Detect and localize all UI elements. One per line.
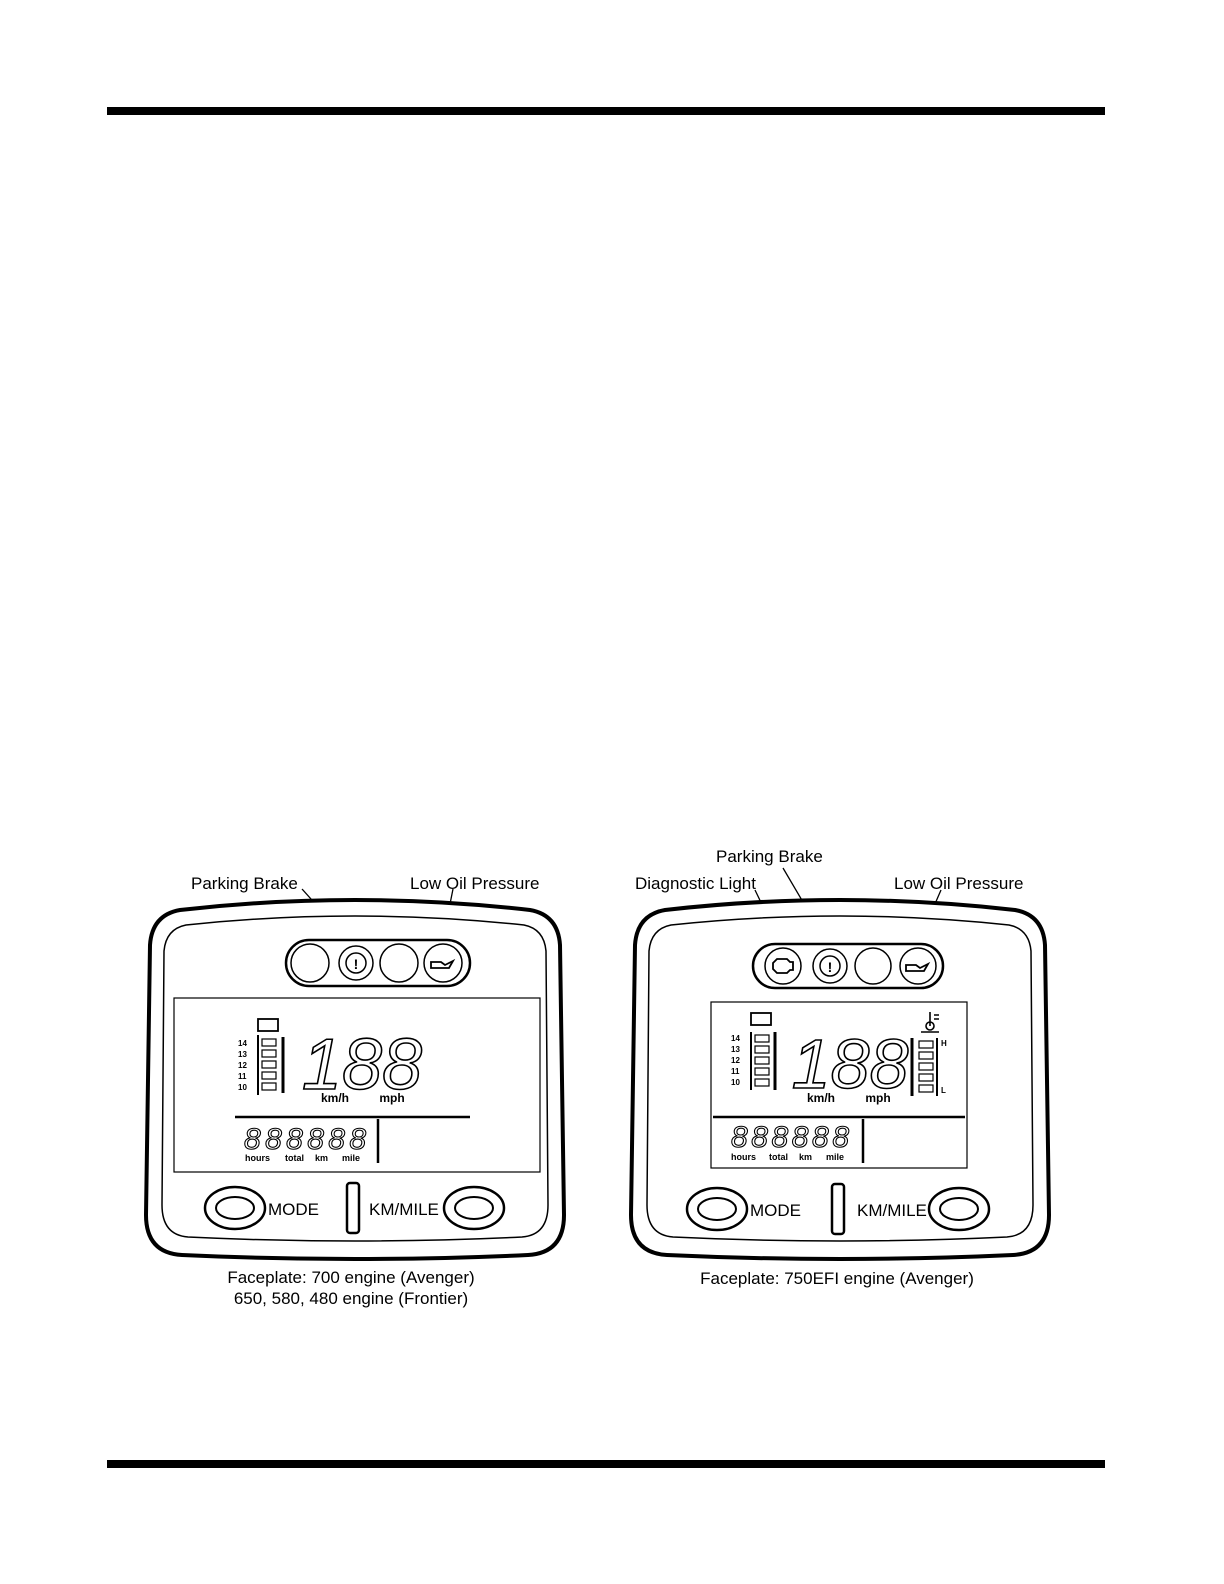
volt-label-14: 14 bbox=[238, 1039, 247, 1048]
coolant-temp-icon bbox=[921, 1012, 939, 1033]
brake-warning-icon bbox=[345, 952, 367, 974]
odo-unit-mile: mile bbox=[342, 1153, 360, 1163]
svg-text:!: ! bbox=[354, 956, 359, 972]
odo-unit-hours: hours bbox=[245, 1153, 270, 1163]
right-low-oil-pressure-label: Low Oil Pressure bbox=[894, 874, 1024, 893]
volt-label-10: 10 bbox=[731, 1078, 740, 1087]
footer-rule bbox=[107, 1460, 1105, 1468]
speed-digits: 188 bbox=[302, 1025, 422, 1105]
battery-icon bbox=[750, 1012, 772, 1026]
left-low-oil-pressure-label: Low Oil Pressure bbox=[410, 874, 540, 893]
volt-label-10: 10 bbox=[238, 1083, 247, 1092]
header-rule bbox=[107, 107, 1105, 115]
odo-unit-km: km bbox=[799, 1152, 812, 1162]
volt-label-11: 11 bbox=[731, 1067, 740, 1076]
parking-brake-light bbox=[812, 948, 848, 984]
volt-label-13: 13 bbox=[238, 1050, 247, 1059]
diagnostic-light bbox=[764, 947, 802, 985]
mode-button-label: MODE bbox=[750, 1201, 801, 1220]
right-caption: Faceplate: 750EFI engine (Avenger) bbox=[680, 1268, 994, 1289]
left-caption-line1: Faceplate: 700 engine (Avenger) bbox=[227, 1268, 475, 1287]
right-caption-line1: Faceplate: 750EFI engine (Avenger) bbox=[700, 1269, 974, 1288]
indicator-pod bbox=[751, 942, 945, 990]
km-mile-button[interactable] bbox=[442, 1185, 506, 1231]
svg-text:!: ! bbox=[828, 959, 833, 975]
indicator-pod bbox=[284, 938, 472, 988]
housing-inner bbox=[161, 915, 549, 1242]
volt-label-11: 11 bbox=[238, 1072, 247, 1081]
volt-label-12: 12 bbox=[238, 1061, 247, 1070]
right-diagnostic-light-label: Diagnostic Light bbox=[635, 874, 756, 893]
blank-light-2 bbox=[379, 943, 419, 983]
volt-label-13: 13 bbox=[731, 1045, 740, 1054]
parking-brake-light bbox=[338, 945, 374, 981]
oil-can-icon bbox=[905, 961, 931, 972]
housing-inner bbox=[646, 915, 1034, 1242]
odo-unit-total: total bbox=[769, 1152, 788, 1162]
unit-mph: mph bbox=[865, 1091, 890, 1105]
speed-digits: 188 bbox=[792, 1025, 909, 1103]
left-caption: Faceplate: 700 engine (Avenger) 650, 580… bbox=[196, 1267, 506, 1309]
left-faceplate-drawing: ! 14 13 12 11 10 188 km/h mph 888888 hou… bbox=[143, 888, 567, 1261]
unit-kmh: km/h bbox=[807, 1091, 835, 1105]
odo-unit-hours: hours bbox=[731, 1152, 756, 1162]
km-mile-button-label: KM/MILE bbox=[857, 1201, 927, 1220]
km-mile-button[interactable] bbox=[927, 1186, 991, 1232]
right-parking-brake-label: Parking Brake bbox=[716, 847, 823, 866]
engine-icon bbox=[772, 958, 794, 974]
mode-button[interactable] bbox=[203, 1185, 267, 1231]
battery-icon bbox=[257, 1018, 279, 1032]
left-parking-brake-label: Parking Brake bbox=[191, 874, 298, 893]
unit-kmh: km/h bbox=[321, 1091, 349, 1105]
center-divider-slot bbox=[345, 1181, 361, 1235]
temp-label-high: H bbox=[941, 1039, 947, 1048]
odo-unit-total: total bbox=[285, 1153, 304, 1163]
odo-unit-mile: mile bbox=[826, 1152, 844, 1162]
oil-can-icon bbox=[430, 958, 456, 969]
right-faceplate-drawing: ! 14 13 12 11 10 188 km/h mph H L bbox=[628, 867, 1052, 1261]
center-divider-slot bbox=[830, 1182, 846, 1236]
volt-label-14: 14 bbox=[731, 1034, 740, 1043]
left-caption-line2: 650, 580, 480 engine (Frontier) bbox=[233, 1289, 469, 1308]
km-mile-button-label: KM/MILE bbox=[369, 1200, 439, 1219]
blank-light bbox=[854, 947, 892, 985]
mode-button-label: MODE bbox=[268, 1200, 319, 1219]
odo-unit-km: km bbox=[315, 1153, 328, 1163]
unit-mph: mph bbox=[379, 1091, 404, 1105]
brake-warning-icon bbox=[819, 955, 841, 977]
temp-label-low: L bbox=[941, 1086, 946, 1095]
blank-light-1 bbox=[290, 943, 330, 983]
mode-button[interactable] bbox=[685, 1186, 749, 1232]
volt-label-12: 12 bbox=[731, 1056, 740, 1065]
